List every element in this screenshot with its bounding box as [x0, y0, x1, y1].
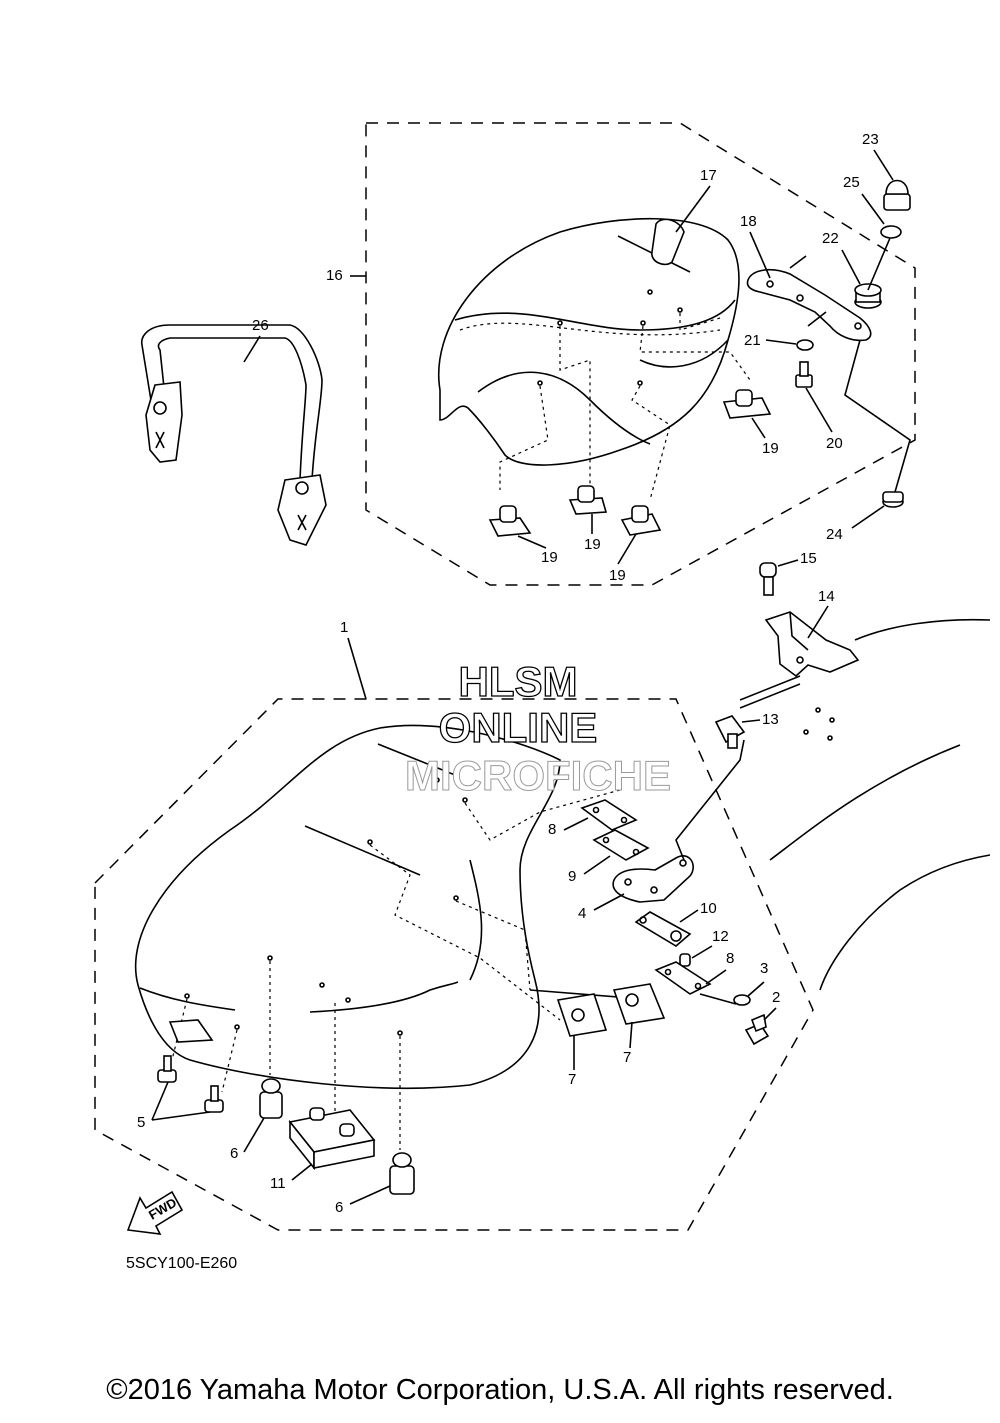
bracket-4: [612, 855, 694, 903]
watermark-line3: MICROFICHE: [405, 752, 671, 799]
callout-19d: 19: [762, 440, 779, 457]
callout-6a: 6: [230, 1145, 238, 1162]
callout-labels: 23 25 22 17 18 16 21 20 19 24 19 19 19 2…: [137, 131, 894, 1216]
watermark-line1: HLSM: [459, 658, 578, 705]
callout-16: 16: [326, 267, 343, 284]
callout-5: 5: [137, 1114, 145, 1131]
callout-19a: 19: [541, 549, 558, 566]
callout-25: 25: [843, 174, 860, 191]
callout-4: 4: [578, 905, 586, 922]
cap-nut-23: [883, 179, 911, 211]
bolt-5b: [204, 1085, 224, 1113]
callout-14: 14: [818, 588, 835, 605]
callout-15: 15: [800, 550, 817, 567]
callout-18: 18: [740, 213, 757, 230]
watermark: HLSM ONLINE MICROFICHE: [405, 657, 672, 799]
callout-3: 3: [760, 960, 768, 977]
callout-19c: 19: [609, 567, 626, 584]
callout-22: 22: [822, 230, 839, 247]
callout-7b: 7: [623, 1049, 631, 1066]
damper-11: [288, 1107, 376, 1171]
callout-24: 24: [826, 526, 843, 543]
callout-19b: 19: [584, 536, 601, 553]
bolt-2: [744, 1013, 770, 1046]
callout-7a: 7: [568, 1071, 576, 1088]
callout-12: 12: [712, 928, 729, 945]
bolt-5a: [157, 1055, 177, 1083]
plate-9: [592, 829, 650, 861]
callout-11: 11: [270, 1175, 286, 1192]
callout-23: 23: [862, 131, 879, 148]
rear-seat-nut-19a: [488, 505, 532, 537]
damper-6b: [389, 1152, 415, 1195]
grommet-22: [854, 283, 882, 309]
washer-25: [880, 225, 902, 239]
bolt-13: [714, 715, 746, 749]
rear-seat-nut-19d: [722, 389, 772, 419]
bracket-14: [764, 611, 860, 678]
callout-1: 1: [340, 619, 348, 636]
callout-2: 2: [772, 989, 780, 1006]
callout-6b: 6: [335, 1199, 343, 1216]
watermark-line2: ONLINE: [439, 704, 598, 751]
callout-9: 9: [568, 868, 576, 885]
plate-8b: [654, 961, 712, 995]
plate-8a: [580, 799, 638, 831]
rear-seat-nut-19b: [568, 485, 608, 515]
callout-21: 21: [744, 332, 761, 349]
callout-20: 20: [826, 435, 843, 452]
rear-seat-nut-19c: [620, 505, 662, 536]
damper-6a: [259, 1078, 283, 1119]
callout-26: 26: [252, 317, 269, 334]
nut-7b: [612, 983, 666, 1025]
callout-17: 17: [700, 167, 717, 184]
callout-13: 13: [762, 711, 779, 728]
bracket-10: [634, 911, 692, 947]
front-seat-group-boundary: [94, 698, 814, 1231]
callout-8a: 8: [548, 821, 556, 838]
washer-3: [733, 994, 751, 1006]
bolt-15: [759, 562, 777, 596]
collar-12: [679, 953, 691, 967]
nut-7a: [556, 993, 608, 1037]
rear-seat: [438, 217, 751, 501]
grab-bar-26: [141, 324, 327, 546]
diagram-code: 5SCY100-E260: [126, 1255, 237, 1272]
forward-direction-arrow: FWD: [126, 1190, 184, 1235]
washer-21: [796, 339, 814, 351]
callout-8b: 8: [726, 950, 734, 967]
rear-seat-bracket-18: [746, 268, 872, 342]
copyright-notice: ©2016 Yamaha Motor Corporation, U.S.A. A…: [106, 1374, 894, 1406]
bolt-20: [795, 361, 813, 388]
rear-seat-group-boundary: [365, 122, 916, 586]
callout-10: 10: [700, 900, 717, 917]
nut-24: [882, 491, 904, 508]
